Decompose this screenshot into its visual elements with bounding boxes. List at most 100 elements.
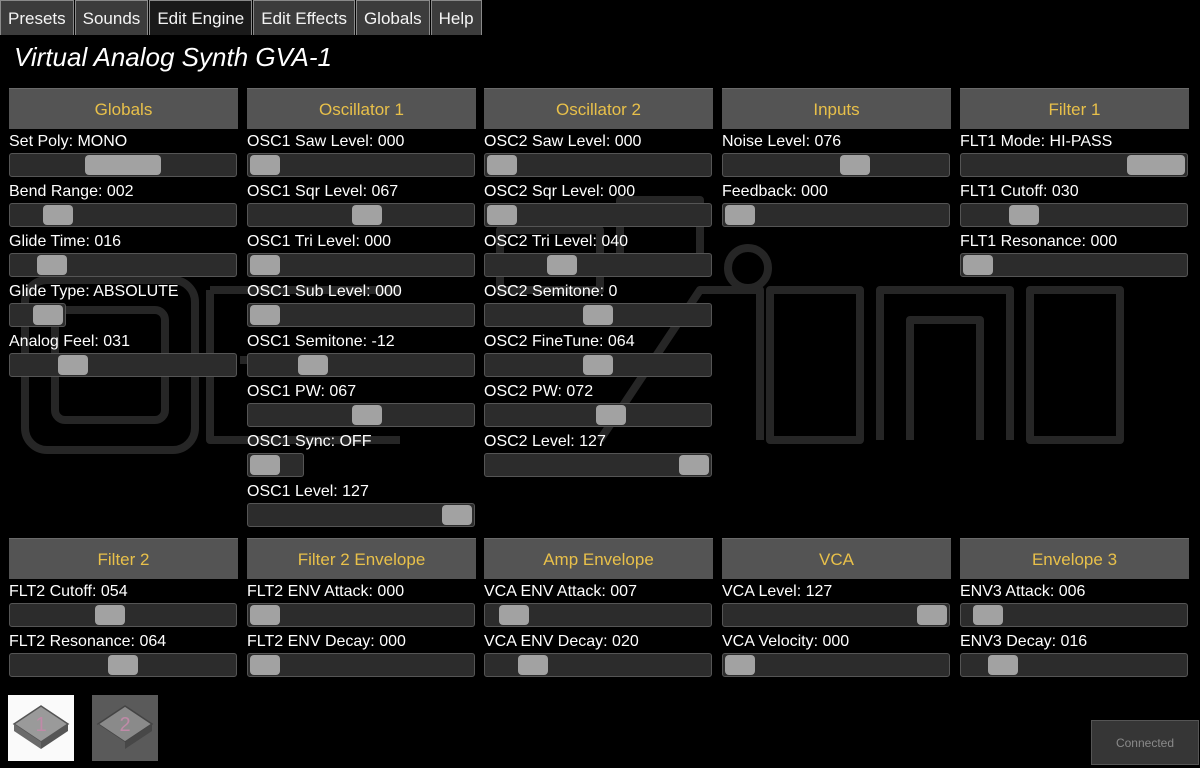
slider-thumb[interactable] — [963, 255, 993, 275]
param-slider[interactable] — [484, 453, 712, 477]
param-slider[interactable] — [484, 203, 712, 227]
param-row: Glide Type: ABSOLUTE — [9, 279, 238, 329]
param-label: OSC1 Sub Level: 000 — [247, 283, 402, 300]
param-slider[interactable] — [9, 253, 237, 277]
slider-thumb[interactable] — [1127, 155, 1185, 175]
slider-thumb[interactable] — [250, 255, 280, 275]
param-slider[interactable] — [484, 353, 712, 377]
param-slider[interactable] — [247, 403, 475, 427]
param-slider[interactable] — [484, 603, 712, 627]
slider-thumb[interactable] — [58, 355, 89, 375]
param-slider[interactable] — [247, 353, 475, 377]
param-slider[interactable] — [484, 653, 712, 677]
param-slider[interactable] — [960, 603, 1188, 627]
slider-thumb[interactable] — [487, 155, 517, 175]
param-slider[interactable] — [247, 303, 475, 327]
param-label: Glide Type: ABSOLUTE — [9, 283, 179, 300]
param-toggle[interactable] — [247, 453, 304, 477]
section-header: Oscillator 1 — [247, 88, 476, 129]
slider-thumb[interactable] — [94, 605, 125, 625]
param-slider[interactable] — [9, 653, 237, 677]
param-slider[interactable] — [484, 403, 712, 427]
param-slider[interactable] — [722, 603, 950, 627]
slider-thumb[interactable] — [596, 405, 627, 425]
param-row: OSC1 PW: 067 — [247, 379, 476, 429]
connection-status[interactable]: Connected — [1091, 720, 1199, 765]
slider-thumb[interactable] — [725, 205, 755, 225]
param-slider[interactable] — [722, 653, 950, 677]
tab-presets[interactable]: Presets — [0, 0, 74, 35]
param-slider[interactable] — [247, 653, 475, 677]
slider-thumb[interactable] — [298, 355, 328, 375]
param-row: FLT2 ENV Attack: 000 — [247, 579, 476, 629]
tab-edit-effects[interactable]: Edit Effects — [253, 0, 355, 35]
slider-thumb[interactable] — [250, 655, 280, 675]
slider-thumb[interactable] — [351, 405, 382, 425]
slider-thumb[interactable] — [36, 255, 67, 275]
param-slider[interactable] — [960, 253, 1188, 277]
param-slider[interactable] — [247, 503, 475, 527]
param-row: OSC1 Sub Level: 000 — [247, 279, 476, 329]
param-slider[interactable] — [960, 653, 1188, 677]
slider-thumb[interactable] — [987, 655, 1018, 675]
slider-thumb[interactable] — [42, 205, 73, 225]
param-row: FLT1 Mode: HI-PASS — [960, 129, 1189, 179]
param-slider[interactable] — [9, 603, 237, 627]
param-label: Analog Feel: 031 — [9, 333, 130, 350]
param-row: FLT2 Cutoff: 054 — [9, 579, 238, 629]
tab-sounds[interactable]: Sounds — [74, 0, 149, 35]
param-label: OSC1 Level: 127 — [247, 483, 369, 500]
engine-1-button[interactable]: 1 — [8, 695, 74, 761]
tab-help[interactable]: Help — [430, 0, 482, 35]
tab-bar: Presets Sounds Edit Engine Edit Effects … — [0, 0, 483, 37]
param-slider[interactable] — [484, 153, 712, 177]
section-header: Filter 1 — [960, 88, 1189, 129]
slider-thumb[interactable] — [917, 605, 947, 625]
slider-thumb[interactable] — [546, 255, 577, 275]
slider-thumb[interactable] — [33, 305, 63, 325]
param-slider[interactable] — [247, 253, 475, 277]
slider-thumb[interactable] — [498, 605, 529, 625]
param-slider[interactable] — [722, 203, 950, 227]
param-slider[interactable] — [247, 153, 475, 177]
slider-thumb[interactable] — [583, 305, 613, 325]
param-slider[interactable] — [960, 153, 1188, 177]
slider-thumb[interactable] — [487, 205, 517, 225]
slider-thumb[interactable] — [250, 605, 280, 625]
param-slider[interactable] — [722, 153, 950, 177]
slider-thumb[interactable] — [85, 155, 161, 175]
slider-thumb[interactable] — [108, 655, 138, 675]
param-slider[interactable] — [9, 153, 237, 177]
slider-thumb[interactable] — [972, 605, 1003, 625]
slider-thumb[interactable] — [250, 455, 280, 475]
slider-thumb[interactable] — [250, 305, 280, 325]
slider-thumb[interactable] — [583, 355, 613, 375]
param-label: OSC2 FineTune: 064 — [484, 333, 635, 350]
param-slider[interactable] — [484, 303, 712, 327]
param-slider[interactable] — [9, 203, 237, 227]
slider-thumb[interactable] — [679, 455, 709, 475]
param-row: VCA ENV Attack: 007 — [484, 579, 713, 629]
param-slider[interactable] — [960, 203, 1188, 227]
engine-2-button[interactable]: 2 — [92, 695, 158, 761]
param-toggle[interactable] — [9, 303, 66, 327]
slider-thumb[interactable] — [1009, 205, 1040, 225]
slider-thumb[interactable] — [351, 205, 382, 225]
section-header: Globals — [9, 88, 238, 129]
param-label: Feedback: 000 — [722, 183, 828, 200]
slider-thumb[interactable] — [442, 505, 472, 525]
tab-edit-engine[interactable]: Edit Engine — [149, 0, 253, 35]
tab-globals[interactable]: Globals — [355, 0, 430, 35]
param-row: VCA Level: 127 — [722, 579, 951, 629]
slider-thumb[interactable] — [250, 155, 280, 175]
param-slider[interactable] — [484, 253, 712, 277]
param-slider[interactable] — [247, 203, 475, 227]
param-slider[interactable] — [9, 353, 237, 377]
slider-thumb[interactable] — [517, 655, 548, 675]
slider-thumb[interactable] — [840, 155, 871, 175]
slider-thumb[interactable] — [725, 655, 755, 675]
param-slider[interactable] — [247, 603, 475, 627]
